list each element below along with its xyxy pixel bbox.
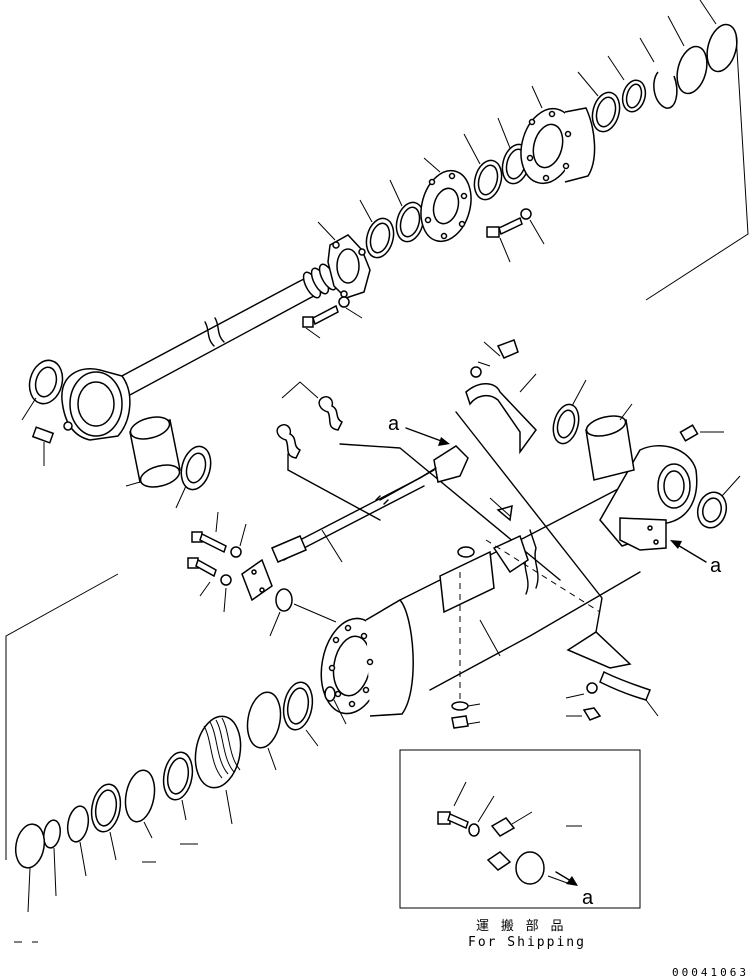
callout-label-right: a bbox=[710, 555, 722, 577]
seal-ring-lower-3 bbox=[124, 769, 156, 839]
pipe-long bbox=[271, 467, 437, 563]
grease-fitting-right bbox=[679, 424, 724, 442]
snap-ring bbox=[639, 37, 678, 109]
shipping-caption-jp: 運 搬 部 品 bbox=[476, 919, 565, 934]
seal-ring-lower-1 bbox=[282, 681, 319, 747]
pipe-clamp-upper bbox=[465, 339, 537, 455]
seal-ring-6 bbox=[607, 55, 647, 113]
grease-fitting-left bbox=[31, 426, 55, 466]
tag-leader bbox=[489, 497, 511, 517]
tag-plate bbox=[496, 504, 513, 522]
nut-lower bbox=[324, 686, 347, 725]
o-ring-1 bbox=[667, 15, 708, 95]
stopper-plate bbox=[317, 221, 371, 299]
cylinder-rod bbox=[117, 263, 338, 397]
callout-label-shipping: a bbox=[582, 887, 594, 909]
hose-group bbox=[276, 381, 561, 581]
o-ring-lower bbox=[14, 823, 46, 913]
clamp-dashed-guide bbox=[485, 539, 601, 613]
wear-ring-lower bbox=[246, 691, 282, 771]
bushing-right bbox=[585, 403, 635, 481]
flange-block bbox=[241, 558, 273, 602]
seal-ring-left bbox=[175, 445, 212, 509]
seal-ring-right-1 bbox=[552, 379, 587, 445]
seal-ring-lower-6 bbox=[43, 819, 61, 897]
seal-ring-right-2 bbox=[696, 475, 741, 529]
seal-ring-lower-2 bbox=[162, 751, 194, 821]
shipping-caption-en: For Shipping bbox=[468, 935, 586, 950]
tube-head-flange bbox=[293, 599, 414, 717]
gland-flange bbox=[520, 85, 596, 185]
clamp-bolt-lower bbox=[451, 572, 481, 729]
packing-ring-2 bbox=[389, 179, 425, 243]
o-ring-small bbox=[269, 588, 293, 637]
seal-ring-lower-5 bbox=[66, 805, 90, 877]
seal-ring-5 bbox=[577, 71, 621, 133]
reference-dashes bbox=[14, 843, 198, 943]
shipping-parts-box bbox=[399, 749, 641, 909]
packing-ring-1 bbox=[359, 199, 395, 259]
tube-bottom-eye bbox=[599, 445, 698, 551]
callout-arrow-upper bbox=[405, 427, 450, 446]
bolt-flange-1 bbox=[191, 511, 247, 558]
pipe-clamp-lower bbox=[455, 411, 659, 721]
dust-seal-left bbox=[21, 359, 64, 421]
cylinder-head bbox=[420, 157, 472, 243]
bolt-upper-left bbox=[302, 296, 363, 339]
group-bracket-left bbox=[5, 573, 119, 860]
rod-eye-end bbox=[61, 368, 131, 441]
callout-label-upper: a bbox=[388, 413, 400, 435]
group-bracket-right bbox=[645, 33, 749, 301]
seal-ring-3 bbox=[463, 133, 503, 201]
seal-ring-lower-4 bbox=[90, 783, 122, 861]
o-ring-2 bbox=[699, 0, 738, 73]
piston bbox=[194, 715, 242, 825]
bushing-left bbox=[125, 416, 181, 488]
cylinder-tube bbox=[399, 487, 641, 691]
bolt-flange-2 bbox=[187, 557, 232, 613]
callout-arrow-right bbox=[670, 540, 707, 563]
bolt-head-flange bbox=[486, 208, 545, 263]
drawing-number: 00041063 bbox=[672, 966, 749, 979]
